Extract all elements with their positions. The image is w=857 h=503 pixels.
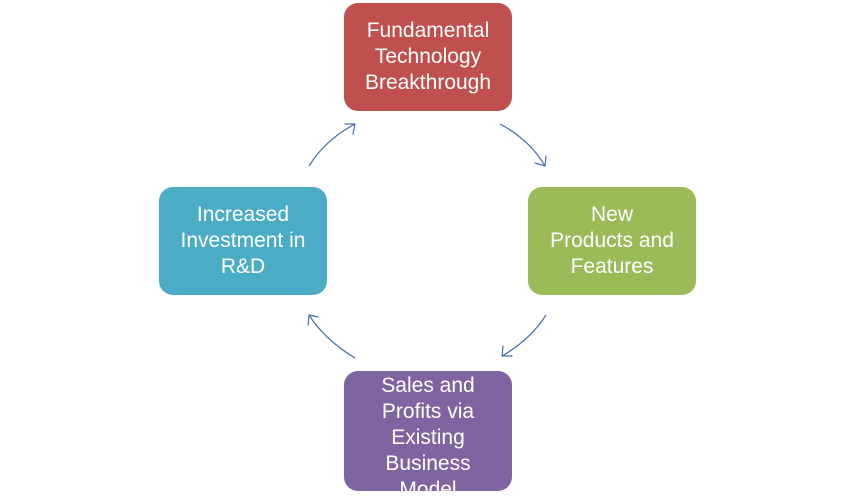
arrow-bottom-to-left-head — [307, 314, 319, 326]
node-increased-investment-in-rd: Increased Investment in R&D — [159, 187, 327, 295]
arrow-top-to-right — [499, 123, 546, 167]
node-label: New Products and Features — [550, 203, 674, 278]
arrow-left-to-top — [308, 123, 356, 167]
node-new-products-and-features: New Products and Features — [528, 187, 696, 295]
arrow-bottom-to-left — [308, 314, 356, 359]
arrow-right-to-bottom — [501, 314, 547, 357]
node-fundamental-technology-breakthrough: Fundamental Technology Breakthrough — [344, 3, 512, 111]
node-label: Increased Investment in R&D — [180, 203, 306, 278]
node-sales-and-profits: Sales and Profits via Existing Business … — [344, 371, 512, 491]
arrow-top-to-right-head — [534, 155, 547, 167]
node-label: Fundamental Technology Breakthrough — [364, 19, 492, 94]
node-label: Sales and Profits via Existing Business … — [381, 374, 475, 491]
arrow-left-to-top-head — [344, 123, 356, 135]
arrow-right-to-bottom-head — [501, 345, 513, 357]
